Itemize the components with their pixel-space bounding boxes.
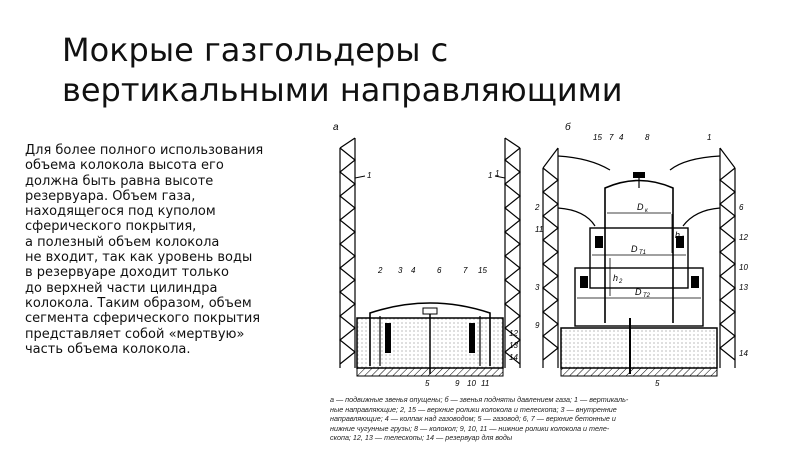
telescope-1 [589,227,689,289]
slide-title: Мокрые газгольдеры с вертикальными напра… [62,30,762,110]
label: 4 [411,266,416,275]
title-line-2: вертикальными направляющими [62,71,623,109]
body-line: часть объема колокола. [25,341,191,357]
body-line: должна быть равна высоте [25,173,214,189]
caption-line: а — подвижные звенья опущены; б — звенья… [330,395,629,404]
dimension-labels: D к h 1 D Т1 h 2 D Т2 [613,202,684,299]
body-line: резервуара. Объем газа, [25,188,196,204]
dim-label: h [613,273,618,283]
label: 15 [478,266,487,275]
dim-label: D [637,202,644,212]
label: 2 [534,203,540,212]
label: 13 [509,341,518,350]
dim-label: Т1 [639,250,646,256]
panel-a-label: а [333,122,339,133]
body-line: сферического покрытия, [25,219,197,235]
label: 7 [463,266,468,275]
label: 6 [739,203,744,212]
label: 7 [609,133,614,142]
label: 3 [535,283,540,292]
right-truss-b [719,147,736,368]
bell-a [369,302,491,366]
body-line: находящегося под куполом [25,204,216,220]
dim-label: h [675,230,680,240]
label: 5 [655,379,660,388]
figure-caption: а — подвижные звенья опущены; б — звенья… [330,395,775,443]
caption-line: направляющие; 4 — колпак над газоводом; … [330,414,616,423]
label: 14 [509,353,518,362]
gasholder-figure: а [325,118,775,449]
slide-body-text: Для более полного использования объема к… [25,143,310,357]
label: 1 [495,169,499,178]
label: 9 [455,379,460,388]
body-line: колокола. Таким образом, объем [25,295,252,311]
dim-label: к [645,208,649,214]
panel-b-label: б [565,121,571,133]
body-line: до верхней части цилиндра [25,280,218,296]
caption-line: скопа; 12, 13 — телескопы; 14 — резервуа… [330,433,513,442]
label: 12 [509,329,518,338]
label: 4 [619,133,624,142]
left-truss-a [339,137,356,368]
panel-a: а [333,122,521,388]
dim-label: 2 [618,279,623,285]
label: 9 [535,321,540,330]
panel-b: б [495,121,748,388]
label: 1 [707,133,711,142]
caption-line: нижние чугунные грузы; 8 — колокол; 9, 1… [330,423,610,433]
label: 11 [535,225,543,234]
caption-line: ные направляющие; 2, 15 — верхние ролики… [330,404,617,414]
label: 14 [739,349,748,358]
tank-b [560,327,718,369]
label: 11 [481,379,489,388]
dim-label: D [635,287,642,297]
label: 1 [488,171,492,180]
label: 3 [398,266,403,275]
dimension-lines [577,212,701,299]
body-line: в резервуаре доходит только [25,265,229,281]
dim-label: 1 [681,236,684,242]
label: 13 [739,283,748,292]
body-line: сегмента сферического покрытия [25,311,261,327]
title-line-1: Мокрые газгольдеры с [62,31,449,69]
body-line: не входит, так как уровень воды [25,250,253,266]
body-line: а полезный объем колокола [25,234,220,250]
label: 12 [739,233,748,242]
body-line: Для более полного использования [25,143,264,158]
labels-a: 1 1 2 3 4 6 7 15 12 13 14 5 9 10 11 [354,171,518,388]
dim-label: Т2 [643,293,651,299]
body-line: объема колокола высота его [25,158,224,174]
label: 5 [425,379,430,388]
label: 6 [437,266,442,275]
body-line: представляет собой «мертвую» [25,326,245,342]
left-truss-b [542,147,559,368]
label: 8 [645,133,650,142]
labels-b: 15 7 4 8 1 1 2 6 11 12 3 9 10 13 14 5 [495,133,748,388]
label: 15 [593,133,602,142]
label: 2 [377,266,383,275]
telescope-2 [574,267,704,327]
label: 10 [739,263,748,272]
label: 10 [467,379,476,388]
label: 1 [367,171,371,180]
gasholder-diagram: а [333,121,748,388]
right-truss-a [504,137,521,368]
dim-label: D [631,244,638,254]
